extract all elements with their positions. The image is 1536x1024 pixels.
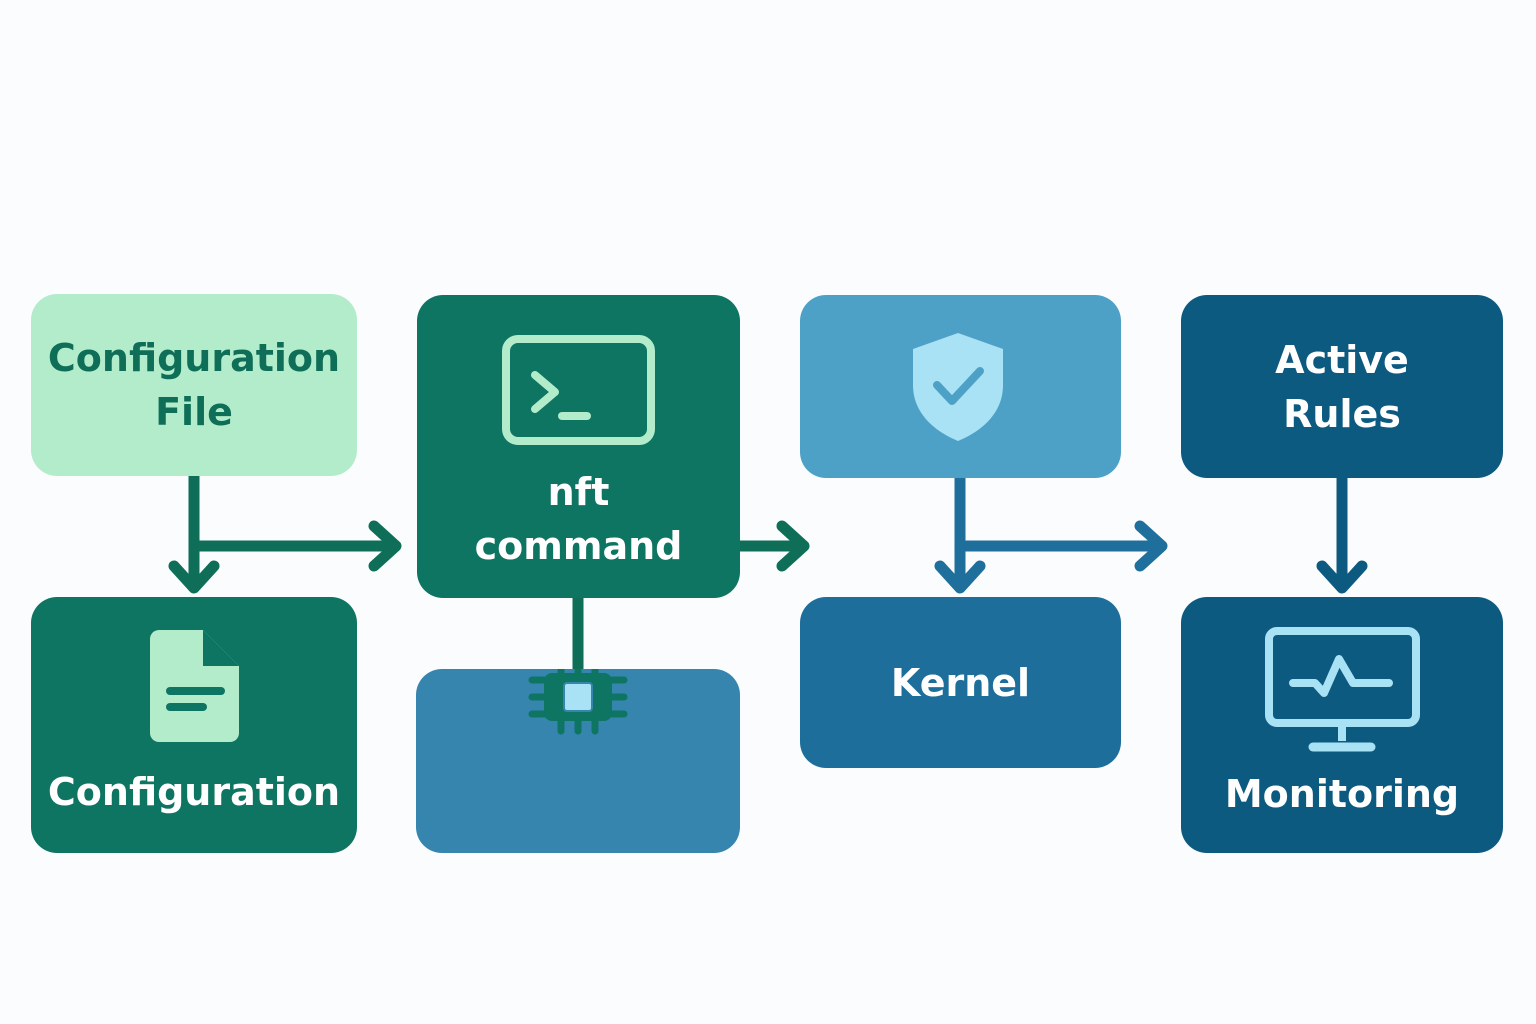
node-label: Configuration File <box>47 336 341 434</box>
node-label: Configuration <box>47 770 341 814</box>
arrowhead-to-active-rules <box>1134 520 1168 572</box>
arrowhead-to-shield <box>776 520 810 572</box>
node-label: Monitoring <box>1224 772 1460 816</box>
node-configuration: Configuration <box>31 597 357 853</box>
arrowhead-to-nft <box>368 520 402 572</box>
node-shield <box>800 295 1121 478</box>
arrowhead-kernel-down <box>934 560 986 594</box>
node-kernel: Kernel <box>800 597 1121 768</box>
node-configuration-file: Configuration File <box>31 294 357 476</box>
node-chip <box>416 669 740 853</box>
chip-icon <box>528 669 628 735</box>
node-active-rules: Active Rules <box>1181 295 1503 478</box>
arrowhead-config-down <box>168 560 220 594</box>
node-label: Kernel <box>890 660 1031 705</box>
shield-check-icon <box>913 333 1003 441</box>
node-label: nft command <box>474 470 683 568</box>
node-label: Active Rules <box>1275 337 1409 436</box>
arrowhead-monitoring-down <box>1316 560 1368 594</box>
node-nft-command: nft command <box>417 295 740 598</box>
node-monitoring: Monitoring <box>1181 597 1503 853</box>
